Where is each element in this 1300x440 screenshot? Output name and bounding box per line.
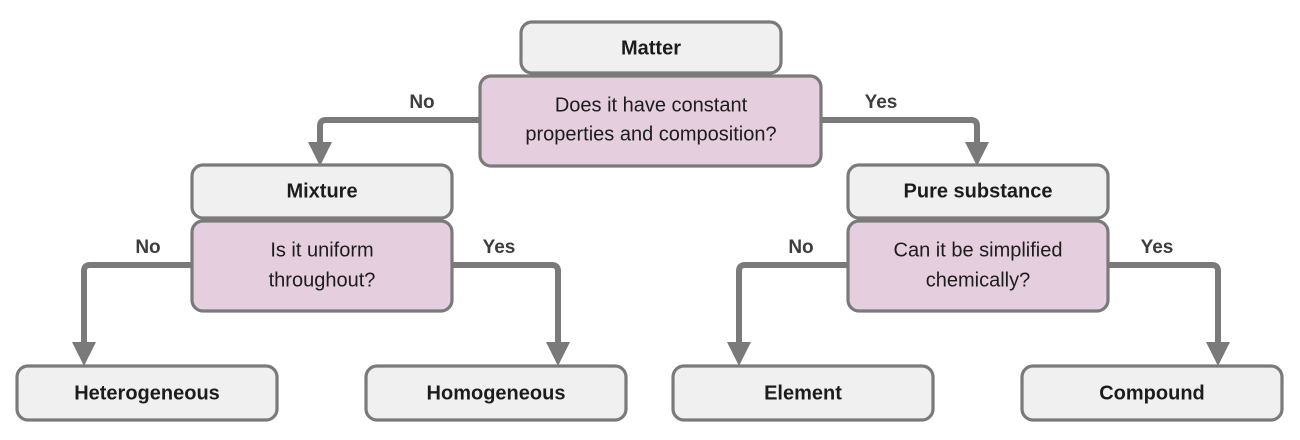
node-pure-substance-label: Pure substance (904, 180, 1053, 202)
node-question1-label-line1: Does it have constant (555, 94, 748, 116)
edge-q2-yes-line (452, 262, 561, 348)
edge-q1-no-arrowhead (308, 142, 332, 166)
edge-label-q3-no: No (788, 237, 813, 258)
node-mixture[interactable]: Mixture (190, 163, 454, 220)
edge-label-q2-yes: Yes (483, 237, 516, 258)
edge-label-q1-yes: Yes (865, 92, 898, 113)
node-question-uniform-throughout[interactable]: Is it uniform throughout? (190, 219, 454, 313)
node-compound-box[interactable] (1020, 364, 1284, 422)
edge-q3-no (727, 262, 848, 366)
node-mixture-box[interactable] (190, 163, 454, 220)
node-question-constant-properties[interactable]: Does it have constant properties and com… (478, 74, 823, 168)
edge-q2-yes-arrowhead (546, 342, 570, 366)
edge-q3-yes-arrowhead (1206, 342, 1230, 366)
node-element-box[interactable] (671, 364, 935, 422)
node-element-label: Element (764, 382, 842, 404)
edge-q3-yes-line (1108, 262, 1221, 348)
edge-q3-no-arrowhead (727, 342, 751, 366)
node-question2-label-line2: throughout? (269, 269, 376, 291)
node-element[interactable]: Element (671, 364, 935, 422)
node-matter-label: Matter (621, 37, 681, 59)
edge-q1-yes-line (821, 117, 980, 148)
node-question1-box[interactable] (478, 74, 823, 168)
edge-q1-yes (821, 117, 989, 166)
node-homogeneous-box[interactable] (364, 364, 628, 422)
edge-q2-no-arrowhead (72, 342, 96, 366)
edge-q2-no-line (81, 262, 192, 348)
edge-q2-yes (452, 262, 570, 366)
node-question3-box[interactable] (846, 219, 1110, 313)
node-question2-label-line1: Is it uniform (270, 239, 373, 261)
node-matter[interactable]: Matter (519, 20, 783, 75)
node-question3-label-line1: Can it be simplified (894, 239, 1063, 261)
node-question3-label-line2: chemically? (926, 269, 1030, 291)
node-question2-box[interactable] (190, 219, 454, 313)
edge-q1-yes-arrowhead (965, 142, 989, 166)
node-homogeneous-label: Homogeneous (427, 382, 566, 404)
edge-label-q2-no: No (135, 237, 160, 258)
edge-q3-yes (1108, 262, 1230, 366)
node-homogeneous[interactable]: Homogeneous (364, 364, 628, 422)
node-pure-substance[interactable]: Pure substance (846, 163, 1110, 220)
edge-label-q1-no: No (409, 92, 434, 113)
node-mixture-label: Mixture (286, 180, 357, 202)
edge-q1-no (308, 117, 480, 166)
edge-label-q3-yes: Yes (1141, 237, 1174, 258)
node-heterogeneous-label: Heterogeneous (74, 382, 220, 404)
node-matter-box[interactable] (519, 20, 783, 75)
edge-q1-no-line (317, 117, 480, 148)
node-question1-label-line2: properties and composition? (525, 123, 776, 145)
node-question-simplified-chemically[interactable]: Can it be simplified chemically? (846, 219, 1110, 313)
node-compound[interactable]: Compound (1020, 364, 1284, 422)
node-compound-label: Compound (1099, 382, 1205, 404)
node-heterogeneous-box[interactable] (15, 364, 279, 422)
edge-q2-no (72, 262, 192, 366)
node-pure-substance-box[interactable] (846, 163, 1110, 220)
edge-q3-no-line (736, 262, 848, 348)
node-heterogeneous[interactable]: Heterogeneous (15, 364, 279, 422)
